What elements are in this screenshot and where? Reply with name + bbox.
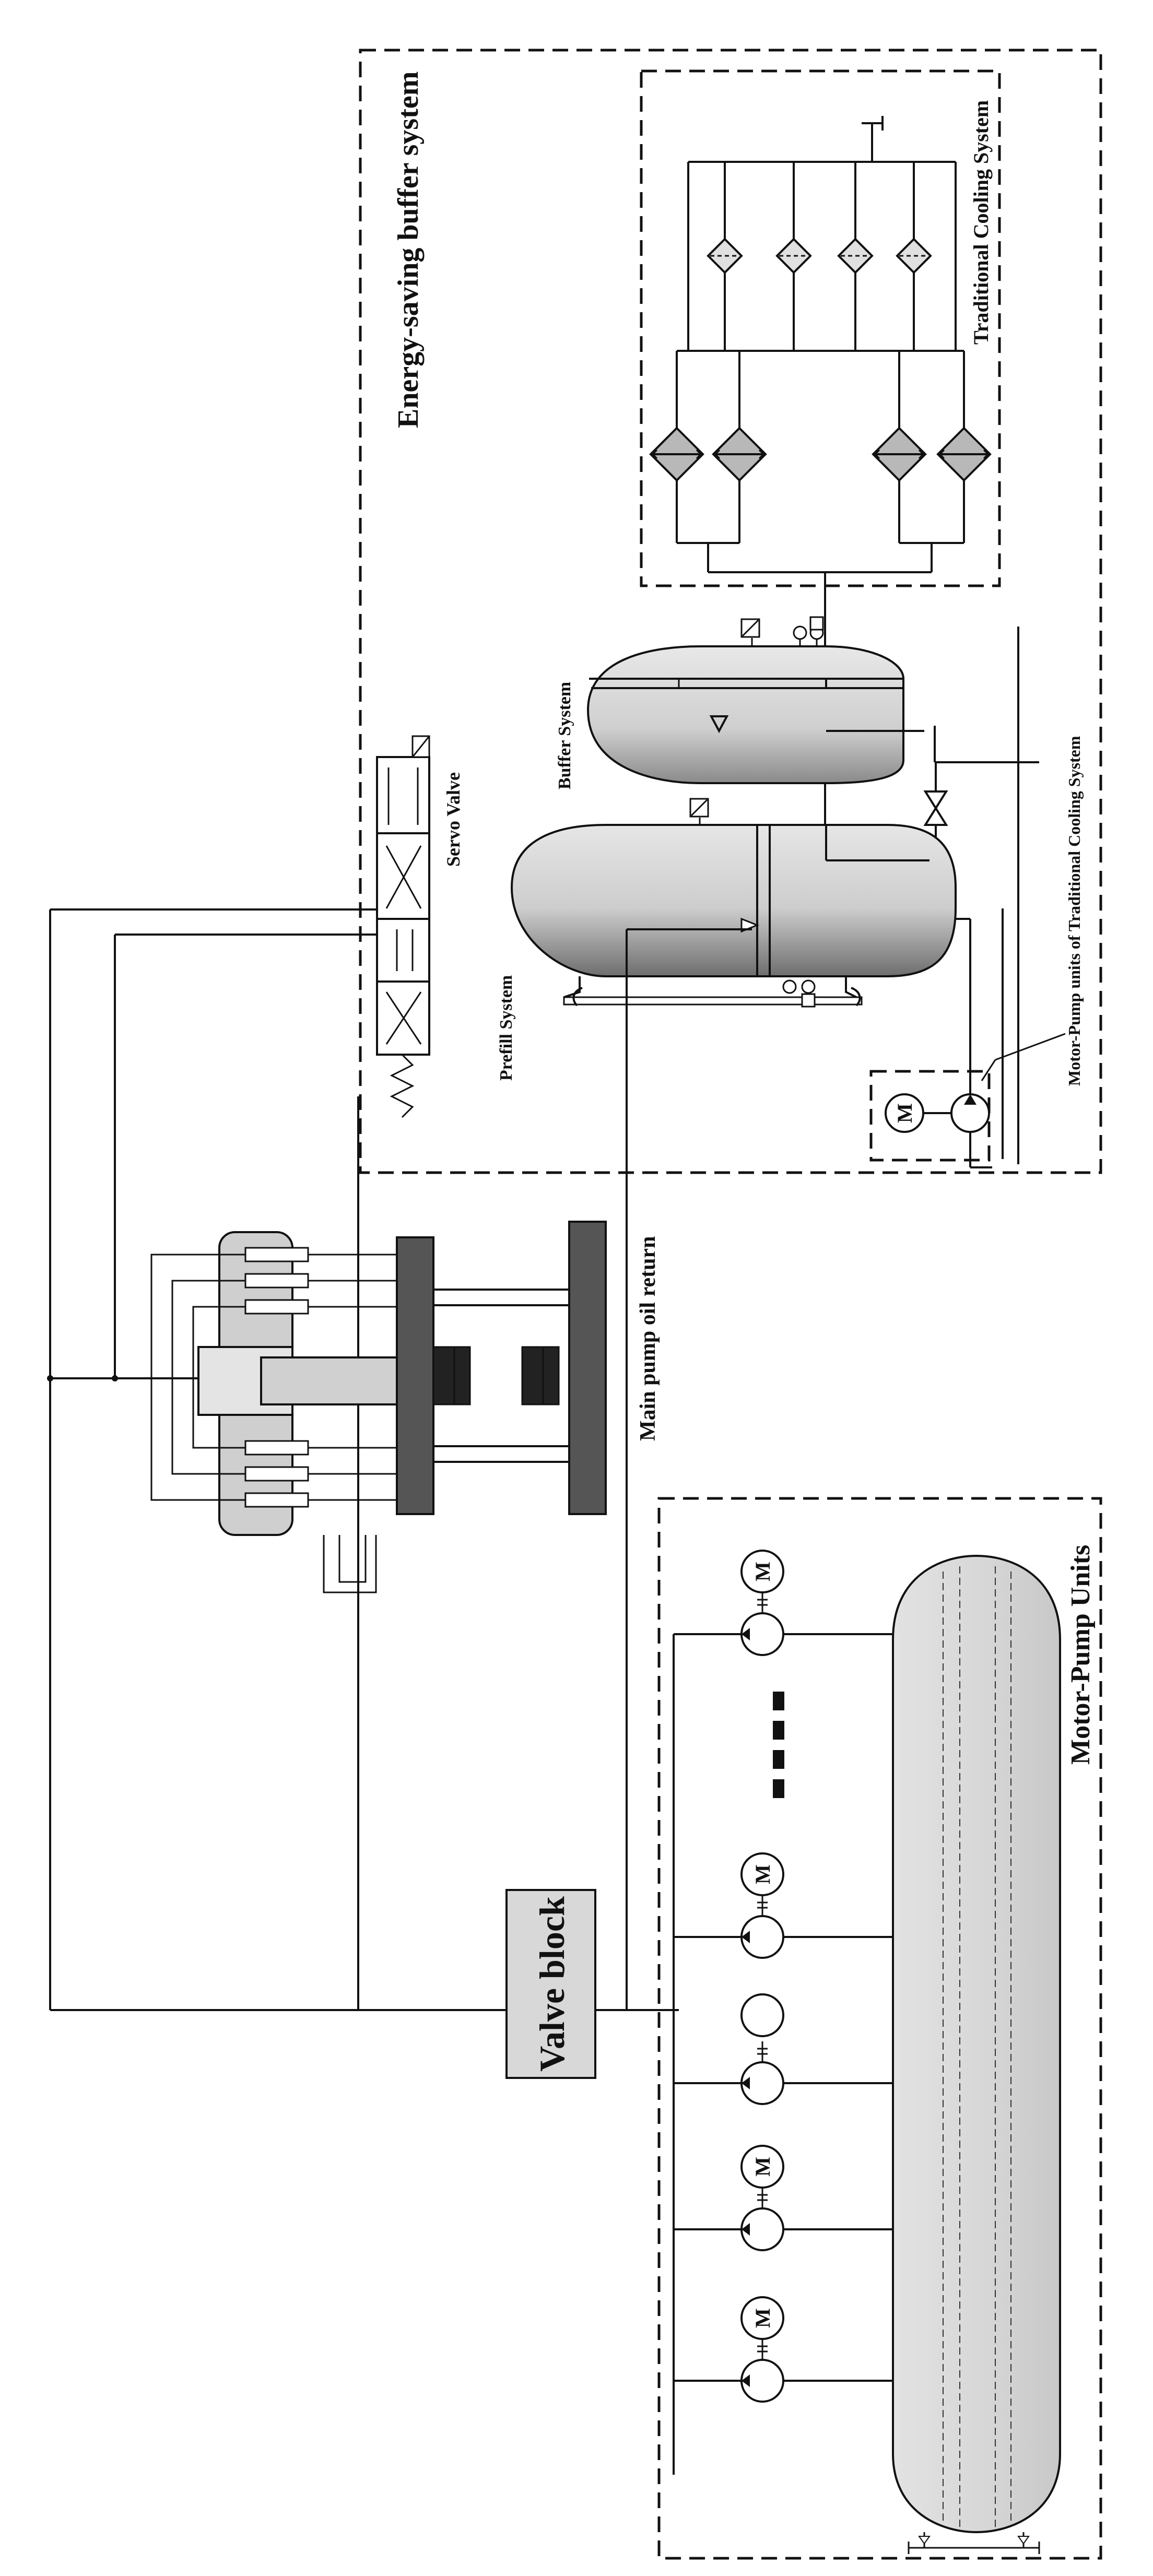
- servo-spring-icon: [390, 1054, 415, 1118]
- motor-pump-unit: M: [674, 2296, 893, 2403]
- pressure-gauge-icon: [793, 625, 807, 640]
- main-oil-tank: [892, 1554, 1061, 2534]
- small-filter-icon: [837, 238, 874, 274]
- traditional-cooling-motor-pump: M Motor-Pump units of Traditional Coolin…: [869, 627, 1084, 1168]
- level-switch-icon: [801, 993, 816, 1008]
- buffer-system-label: Buffer System: [555, 682, 574, 789]
- motor-pump-unit: M: [674, 1550, 893, 1656]
- buffer-direction-icon: [709, 715, 729, 734]
- valve-block-box: [505, 1889, 596, 2079]
- press-ram-stem: [260, 1356, 408, 1405]
- motor-icon: [740, 1993, 784, 2037]
- motor-icon: [740, 2145, 784, 2189]
- small-filter-row: [707, 162, 932, 351]
- servo-valve-label: Servo Valve: [443, 772, 464, 867]
- motor-pump-units: Motor-Pump Units M: [595, 1497, 1102, 2560]
- motor-pump-units-label: Motor-Pump Units: [1066, 1545, 1096, 1765]
- press-upper-die: [432, 1346, 471, 1405]
- main-pump-oil-return-label: Main pump oil return: [636, 1236, 660, 1441]
- small-filter-icon: [775, 238, 812, 274]
- heat-exchanger-icon: [712, 427, 767, 482]
- valve-block: Valve block: [505, 1889, 596, 2079]
- heat-exchanger-icon: [936, 427, 992, 482]
- small-filter-icon: [896, 238, 932, 274]
- level-switch-icon: [809, 616, 824, 631]
- press-lower-die: [521, 1346, 560, 1405]
- motor-icon: [740, 1550, 784, 1593]
- main-hydraulic-lines: Main pump oil return: [47, 908, 752, 2011]
- cooling-system-boundary: [640, 69, 1001, 587]
- prefill-system: Prefill System: [497, 798, 957, 1081]
- traditional-cooling-system: Traditional Cooling System: [640, 69, 1001, 587]
- traditional-motor-label: M: [893, 1103, 916, 1123]
- prefill-tank: [510, 824, 957, 977]
- motor-pump-unit: M: [674, 1852, 893, 1959]
- motor-icon: [740, 1852, 784, 1896]
- heat-exchanger-icon: [872, 427, 927, 482]
- motor-label: M: [751, 2157, 774, 2177]
- press-bed: [568, 1221, 607, 1515]
- heat-exchanger-icon: [649, 427, 704, 482]
- traditional-cooling-system-label: Traditional Cooling System: [969, 100, 993, 345]
- more-units-ellipsis: [773, 1692, 784, 1798]
- motor-pump-traditional-label: Motor-Pump units of Traditional Cooling …: [1065, 736, 1084, 1086]
- motor-icon: [740, 2296, 784, 2340]
- buffer-instruments: [740, 616, 824, 646]
- buffer-system-boundary: [359, 49, 1102, 1174]
- prefill-system-label: Prefill System: [497, 975, 516, 1081]
- pressure-gauge-icon: [801, 979, 816, 994]
- motor-label: M: [751, 2308, 774, 2328]
- motor-pump-unit: [674, 1993, 893, 2105]
- small-filter-icon: [707, 238, 743, 274]
- buffer-system: Buffer System: [555, 616, 904, 789]
- motor-label: M: [751, 1562, 774, 1581]
- energy-saving-buffer-system-label: Energy-saving buffer system: [392, 72, 425, 428]
- press-upper-crosshead: [396, 1236, 434, 1515]
- shutoff-valve-icon: [923, 790, 948, 826]
- motor-label: M: [751, 1864, 774, 1884]
- valve-block-label: Valve block: [532, 1896, 572, 2072]
- hydraulic-press: [150, 1221, 607, 1593]
- servo-valve: Servo Valve: [376, 735, 464, 1118]
- press-side-cylinders: [244, 1247, 402, 1508]
- energy-saving-buffer-system: Energy-saving buffer system Traditional …: [359, 49, 1102, 1174]
- traditional-pump-boundary: [869, 1070, 991, 1162]
- motor-pump-unit: M: [674, 2145, 893, 2251]
- buffer-tank: [586, 645, 904, 784]
- pressure-gauge-icon: [782, 979, 797, 994]
- motor-pump-units-boundary: [657, 1497, 1102, 2560]
- prefill-base: [563, 996, 863, 1006]
